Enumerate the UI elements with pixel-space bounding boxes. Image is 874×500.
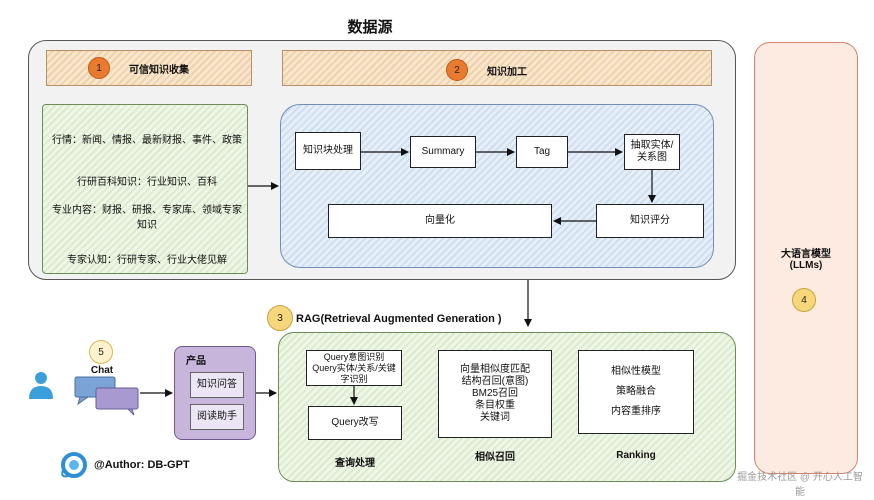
recall-caption: 相似召回: [475, 451, 515, 463]
query-caption: 查询处理: [335, 457, 375, 469]
processing-panel: [280, 104, 714, 268]
ranking-box: 相似性模型 策略融合 内容重排序: [578, 350, 694, 434]
db-gpt-logo-icon: [61, 452, 87, 478]
tag-box: Tag: [516, 136, 568, 168]
query-intent-box: Query意图识别 Query实体/关系/关键字识别: [306, 350, 402, 386]
step-4-badge: 4: [792, 288, 816, 312]
section-2-header: [282, 50, 712, 86]
product-title: 产品: [186, 355, 206, 367]
step-2-badge: 2: [446, 59, 468, 81]
diagram-title: 数据源: [347, 19, 393, 36]
chat-label: Chat: [90, 364, 114, 376]
step-3-badge: 3: [267, 305, 293, 331]
recall-box: 向量相似度匹配 结构召回(意图) BM25召回 条目权重 关键词: [438, 350, 552, 438]
source-item: 行研百科知识：行业知识、百科: [77, 176, 217, 188]
user-icon: [29, 372, 53, 399]
ranking-caption: Ranking: [616, 449, 656, 461]
summary-box: Summary: [410, 136, 476, 168]
query-rewrite-box: Query改写: [308, 406, 402, 440]
watermark: 掘金技术社区 @ 开心人工智能: [737, 472, 863, 498]
rag-title: RAG(Retrieval Augmented Generation ): [296, 313, 502, 325]
product-item-reader: 阅读助手: [190, 404, 244, 430]
chat-bubbles-icon: [74, 376, 139, 416]
source-item: 专家认知：行研专家、行业大佬见解: [67, 254, 227, 266]
llm-panel: [754, 42, 858, 474]
knowledge-score-box: 知识评分: [596, 204, 704, 238]
source-item: 行情：新闻、情报、最新财报、事件、政策: [52, 134, 242, 146]
step-5-badge: 5: [89, 340, 113, 364]
extract-entity-box: 抽取实体/关系图: [624, 134, 680, 170]
product-item-qa: 知识问答: [190, 372, 244, 398]
section-1-label: 可信知识收集: [129, 64, 189, 76]
section-2-label: 知识加工: [487, 66, 527, 78]
vectorize-box: 向量化: [328, 204, 552, 238]
author-label: @Author: DB-GPT: [94, 459, 190, 471]
source-item: 专业内容：财报、研报、专家库、领域专家知识: [52, 205, 242, 231]
sources-panel: [42, 104, 248, 274]
llm-label: 大语言模型 (LLMs): [781, 249, 831, 271]
chunk-process-box: 知识块处理: [295, 132, 361, 170]
step-1-badge: 1: [88, 57, 110, 79]
section-1-header: [46, 50, 252, 86]
